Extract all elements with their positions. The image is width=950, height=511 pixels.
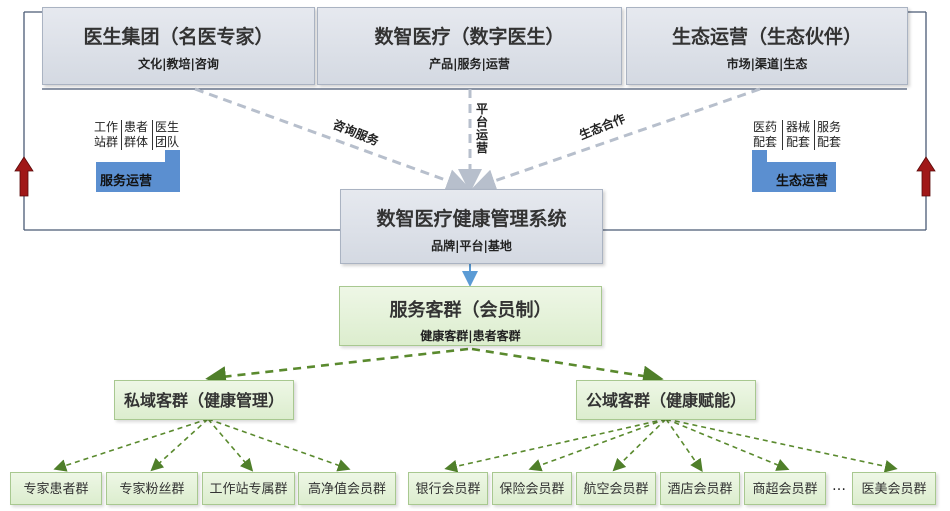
leaf-label: 商超会员群 — [752, 482, 818, 497]
panel-col: 医药 配套 — [753, 120, 777, 150]
leaf-box: 航空会员群 — [576, 472, 656, 505]
edge-label-platform: 平台运营 — [476, 102, 489, 155]
service-customer-box: 服务客群（会员制） 健康客群|患者客群 — [339, 286, 602, 346]
leaf-box: 医美会员群 — [852, 472, 936, 505]
leaf-label: 航空会员群 — [583, 482, 649, 497]
leaf-label: 工作站专属群 — [209, 482, 288, 497]
top-box-doctor-group: 医生集团（名医专家） 文化|教培|咨询 — [42, 7, 315, 85]
panel-text: 站群 — [94, 135, 119, 149]
leaf-box: 高净值会员群 — [298, 472, 396, 505]
service-title: 服务客群（会员制） — [389, 300, 552, 321]
panel-text: 群体 — [124, 135, 149, 149]
green-leaf-arrows — [53, 418, 898, 473]
leaf-label: 医美会员群 — [861, 482, 927, 497]
leaf-box: 工作站专属群 — [202, 472, 295, 505]
panel-text: 器械 — [786, 120, 811, 134]
top-box-title: 数智医疗（数字医生） — [374, 26, 565, 48]
panel-text: 配套 — [817, 135, 842, 149]
panel-text: 团队 — [155, 135, 180, 149]
leaf-label: 专家粉丝群 — [119, 482, 185, 497]
panel-text: 配套 — [753, 135, 778, 149]
center-sub: 品牌|平台|基地 — [431, 239, 512, 253]
leaf-box: 专家患者群 — [10, 472, 102, 505]
panel-col: 医生 团队 — [155, 120, 179, 150]
green-dashed-arrows — [205, 347, 664, 387]
red-up-arrows — [14, 156, 936, 197]
eco-operation-label: 生态运营 — [776, 174, 829, 189]
leaf-label: 银行会员群 — [415, 482, 481, 497]
panel-col: 工作 站群 — [94, 120, 118, 150]
leaf-box: 商超会员群 — [744, 472, 826, 505]
top-box-title: 生态运营（生态伙伴） — [671, 26, 862, 48]
panel-col: 器械 配套 — [786, 120, 810, 150]
service-operation-label: 服务运营 — [100, 174, 153, 189]
service-sub: 健康客群|患者客群 — [420, 329, 521, 343]
gray-dashed-arrows — [194, 87, 761, 193]
leaf-box: 保险会员群 — [492, 472, 572, 505]
panel-divider — [152, 120, 153, 150]
leaf-box: 专家粉丝群 — [106, 472, 198, 505]
private-customer-box: 私域客群（健康管理） — [114, 380, 294, 420]
private-title: 私域客群（健康管理） — [123, 391, 284, 410]
panel-text: 配套 — [786, 135, 811, 149]
panel-text: 工作 — [94, 120, 119, 134]
ellipsis-text: … — [832, 478, 846, 494]
top-box-digital-medical: 数智医疗（数字医生） 产品|服务|运营 — [317, 7, 622, 85]
panel-text: 医药 — [753, 120, 778, 134]
leaf-label: 高净值会员群 — [307, 482, 386, 497]
top-box-sub: 市场|渠道|生态 — [726, 57, 808, 71]
top-box-eco-operation: 生态运营（生态伙伴） 市场|渠道|生态 — [626, 7, 908, 85]
panel-col: 服务 配套 — [817, 120, 841, 150]
panel-text: 医生 — [155, 120, 180, 134]
panel-text: 服务 — [817, 120, 842, 134]
panel-divider — [782, 120, 783, 150]
leaf-label: 酒店会员群 — [667, 482, 733, 497]
public-customer-box: 公域客群（健康赋能） — [576, 380, 756, 420]
service-panel-shape — [96, 150, 180, 192]
panel-divider — [121, 120, 122, 150]
leaf-box: 银行会员群 — [408, 472, 488, 505]
top-box-title: 医生集团（名医专家） — [83, 26, 274, 48]
panel-text: 患者 — [124, 120, 149, 134]
panel-col: 患者 群体 — [124, 120, 148, 150]
health-management-system-box: 数智医疗健康管理系统 品牌|平台|基地 — [340, 189, 603, 264]
panel-divider — [814, 120, 815, 150]
eco-panel-shape — [752, 150, 836, 192]
center-title: 数智医疗健康管理系统 — [376, 208, 567, 230]
leaf-box: 酒店会员群 — [660, 472, 740, 505]
leaf-label: 专家患者群 — [23, 482, 89, 497]
leaf-label: 保险会员群 — [499, 482, 565, 497]
top-box-sub: 产品|服务|运营 — [429, 57, 510, 71]
outer-frame-lines — [23, 11, 927, 231]
top-box-sub: 文化|教培|咨询 — [138, 57, 219, 71]
public-title: 公域客群（健康赋能） — [585, 391, 746, 410]
